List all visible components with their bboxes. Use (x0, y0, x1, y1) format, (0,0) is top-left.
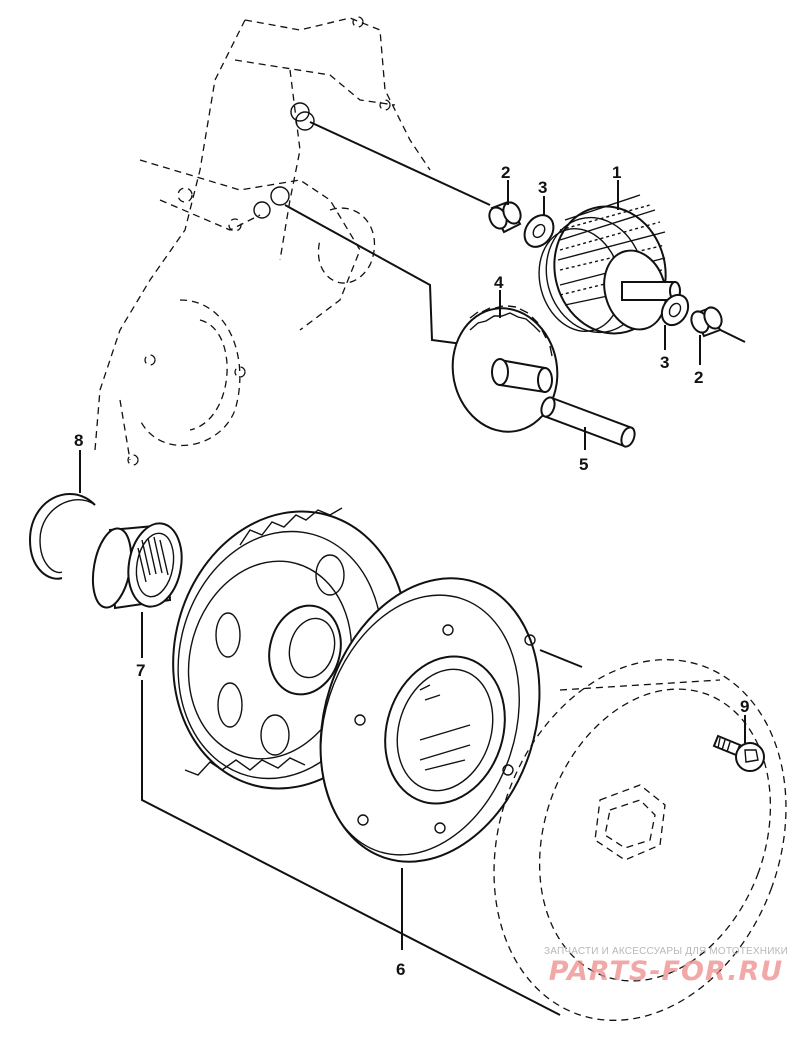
starter-clutch-housing (319, 577, 541, 863)
label-part-8: 8 (74, 431, 83, 450)
bushing-upper (488, 200, 522, 234)
label-part-9: 9 (740, 697, 749, 716)
watermark-caption: ЗАПЧАСТИ И АКСЕССУАРЫ ДЛЯ МОТОТЕХНИКИ (543, 946, 788, 957)
watermark-logo: PARTS-FOR.RU (548, 956, 784, 987)
idler-shaft (540, 396, 636, 448)
label-part-1: 1 (612, 163, 621, 182)
shaft-lines (284, 121, 746, 668)
engine-case-outline (94, 16, 431, 466)
watermark: ЗАПЧАСТИ И АКСЕССУАРЫ ДЛЯ МОТОТЕХНИКИ PA… (544, 946, 788, 987)
part-labels: 2 3 1 4 5 3 2 8 7 9 6 (74, 163, 749, 979)
idler-gear (451, 305, 559, 433)
rotor-bolt (712, 734, 765, 772)
rotor-outline (493, 659, 787, 1021)
bushing-lower (690, 306, 723, 338)
circlip (28, 493, 96, 580)
washer-upper (523, 214, 555, 248)
label-part-2b: 2 (694, 368, 703, 387)
washer-lower (660, 293, 690, 327)
label-part-2a: 2 (501, 163, 510, 182)
label-part-6: 6 (396, 960, 405, 979)
label-part-4: 4 (494, 273, 504, 292)
label-part-5: 5 (579, 455, 588, 474)
label-part-7: 7 (136, 661, 145, 680)
label-part-3b: 3 (660, 353, 669, 372)
starter-clutch-gear (538, 194, 681, 335)
leader-lines (79, 180, 746, 1016)
label-part-3a: 3 (538, 178, 547, 197)
needle-bearing (91, 522, 183, 610)
